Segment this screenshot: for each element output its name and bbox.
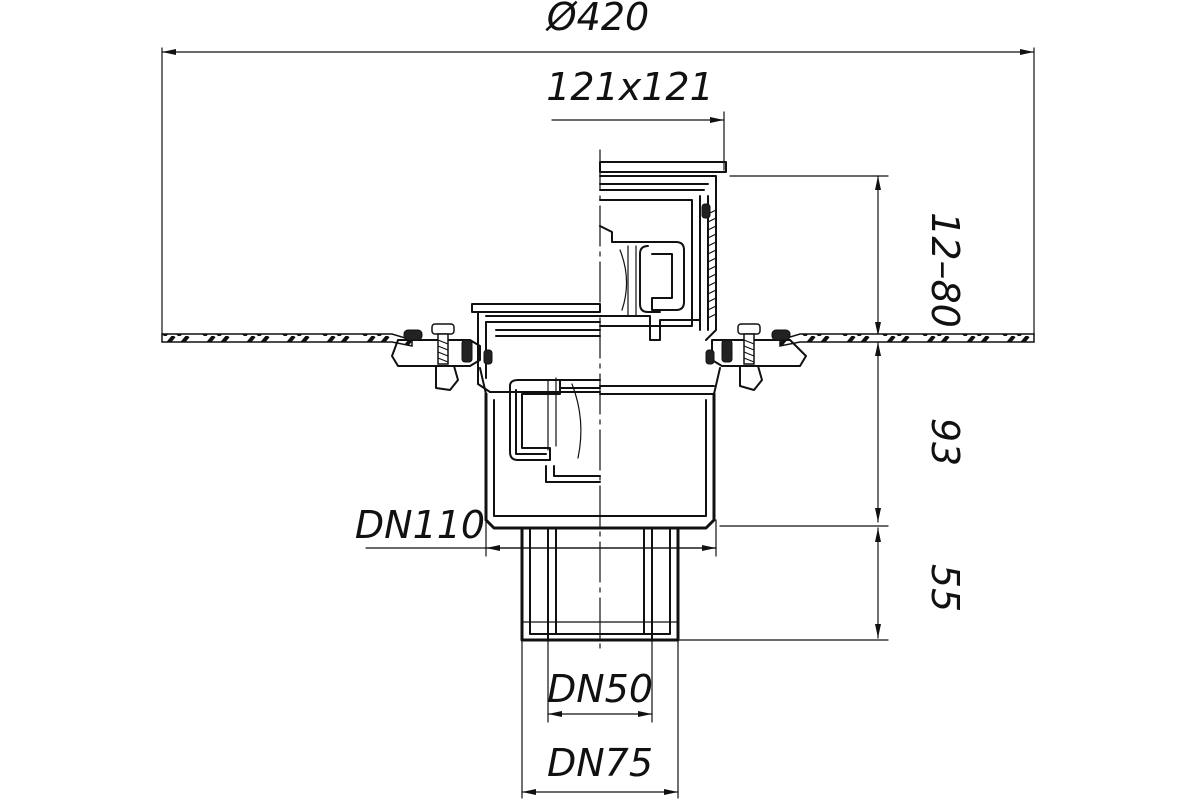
dimension-body-height-label: 93 — [923, 418, 967, 466]
dimension-outlet-length: 55 — [679, 525, 967, 641]
dimension-dn50: DN50 — [547, 639, 653, 723]
odour-trap-right — [599, 225, 701, 341]
dimension-dn75-label: DN75 — [547, 741, 653, 785]
clamp-ring-right — [711, 323, 807, 391]
dimension-height-adjust: 12–80 — [729, 175, 967, 337]
dimension-outlet-length-label: 55 — [923, 564, 967, 612]
membrane-flange — [161, 333, 1035, 347]
dimension-dn50-label: DN50 — [547, 667, 653, 711]
dimension-diameter-label: Ø420 — [545, 0, 649, 39]
dimension-dn110: DN110 — [355, 503, 717, 557]
dimension-grate: 121x121 — [546, 65, 725, 171]
dimension-dn110-label: DN110 — [355, 503, 485, 547]
dimension-body-height: 93 — [875, 341, 967, 523]
dimension-dn75: DN75 — [521, 639, 679, 799]
dimension-grate-label: 121x121 — [546, 65, 714, 109]
grate-frame-right — [599, 161, 727, 365]
grate-frame-left — [471, 303, 601, 393]
dimension-diameter: Ø420 — [161, 0, 1035, 337]
dimension-height-adjust-label: 12–80 — [923, 212, 967, 328]
clamp-ring-left — [391, 323, 481, 391]
odour-trap-left — [509, 377, 601, 483]
